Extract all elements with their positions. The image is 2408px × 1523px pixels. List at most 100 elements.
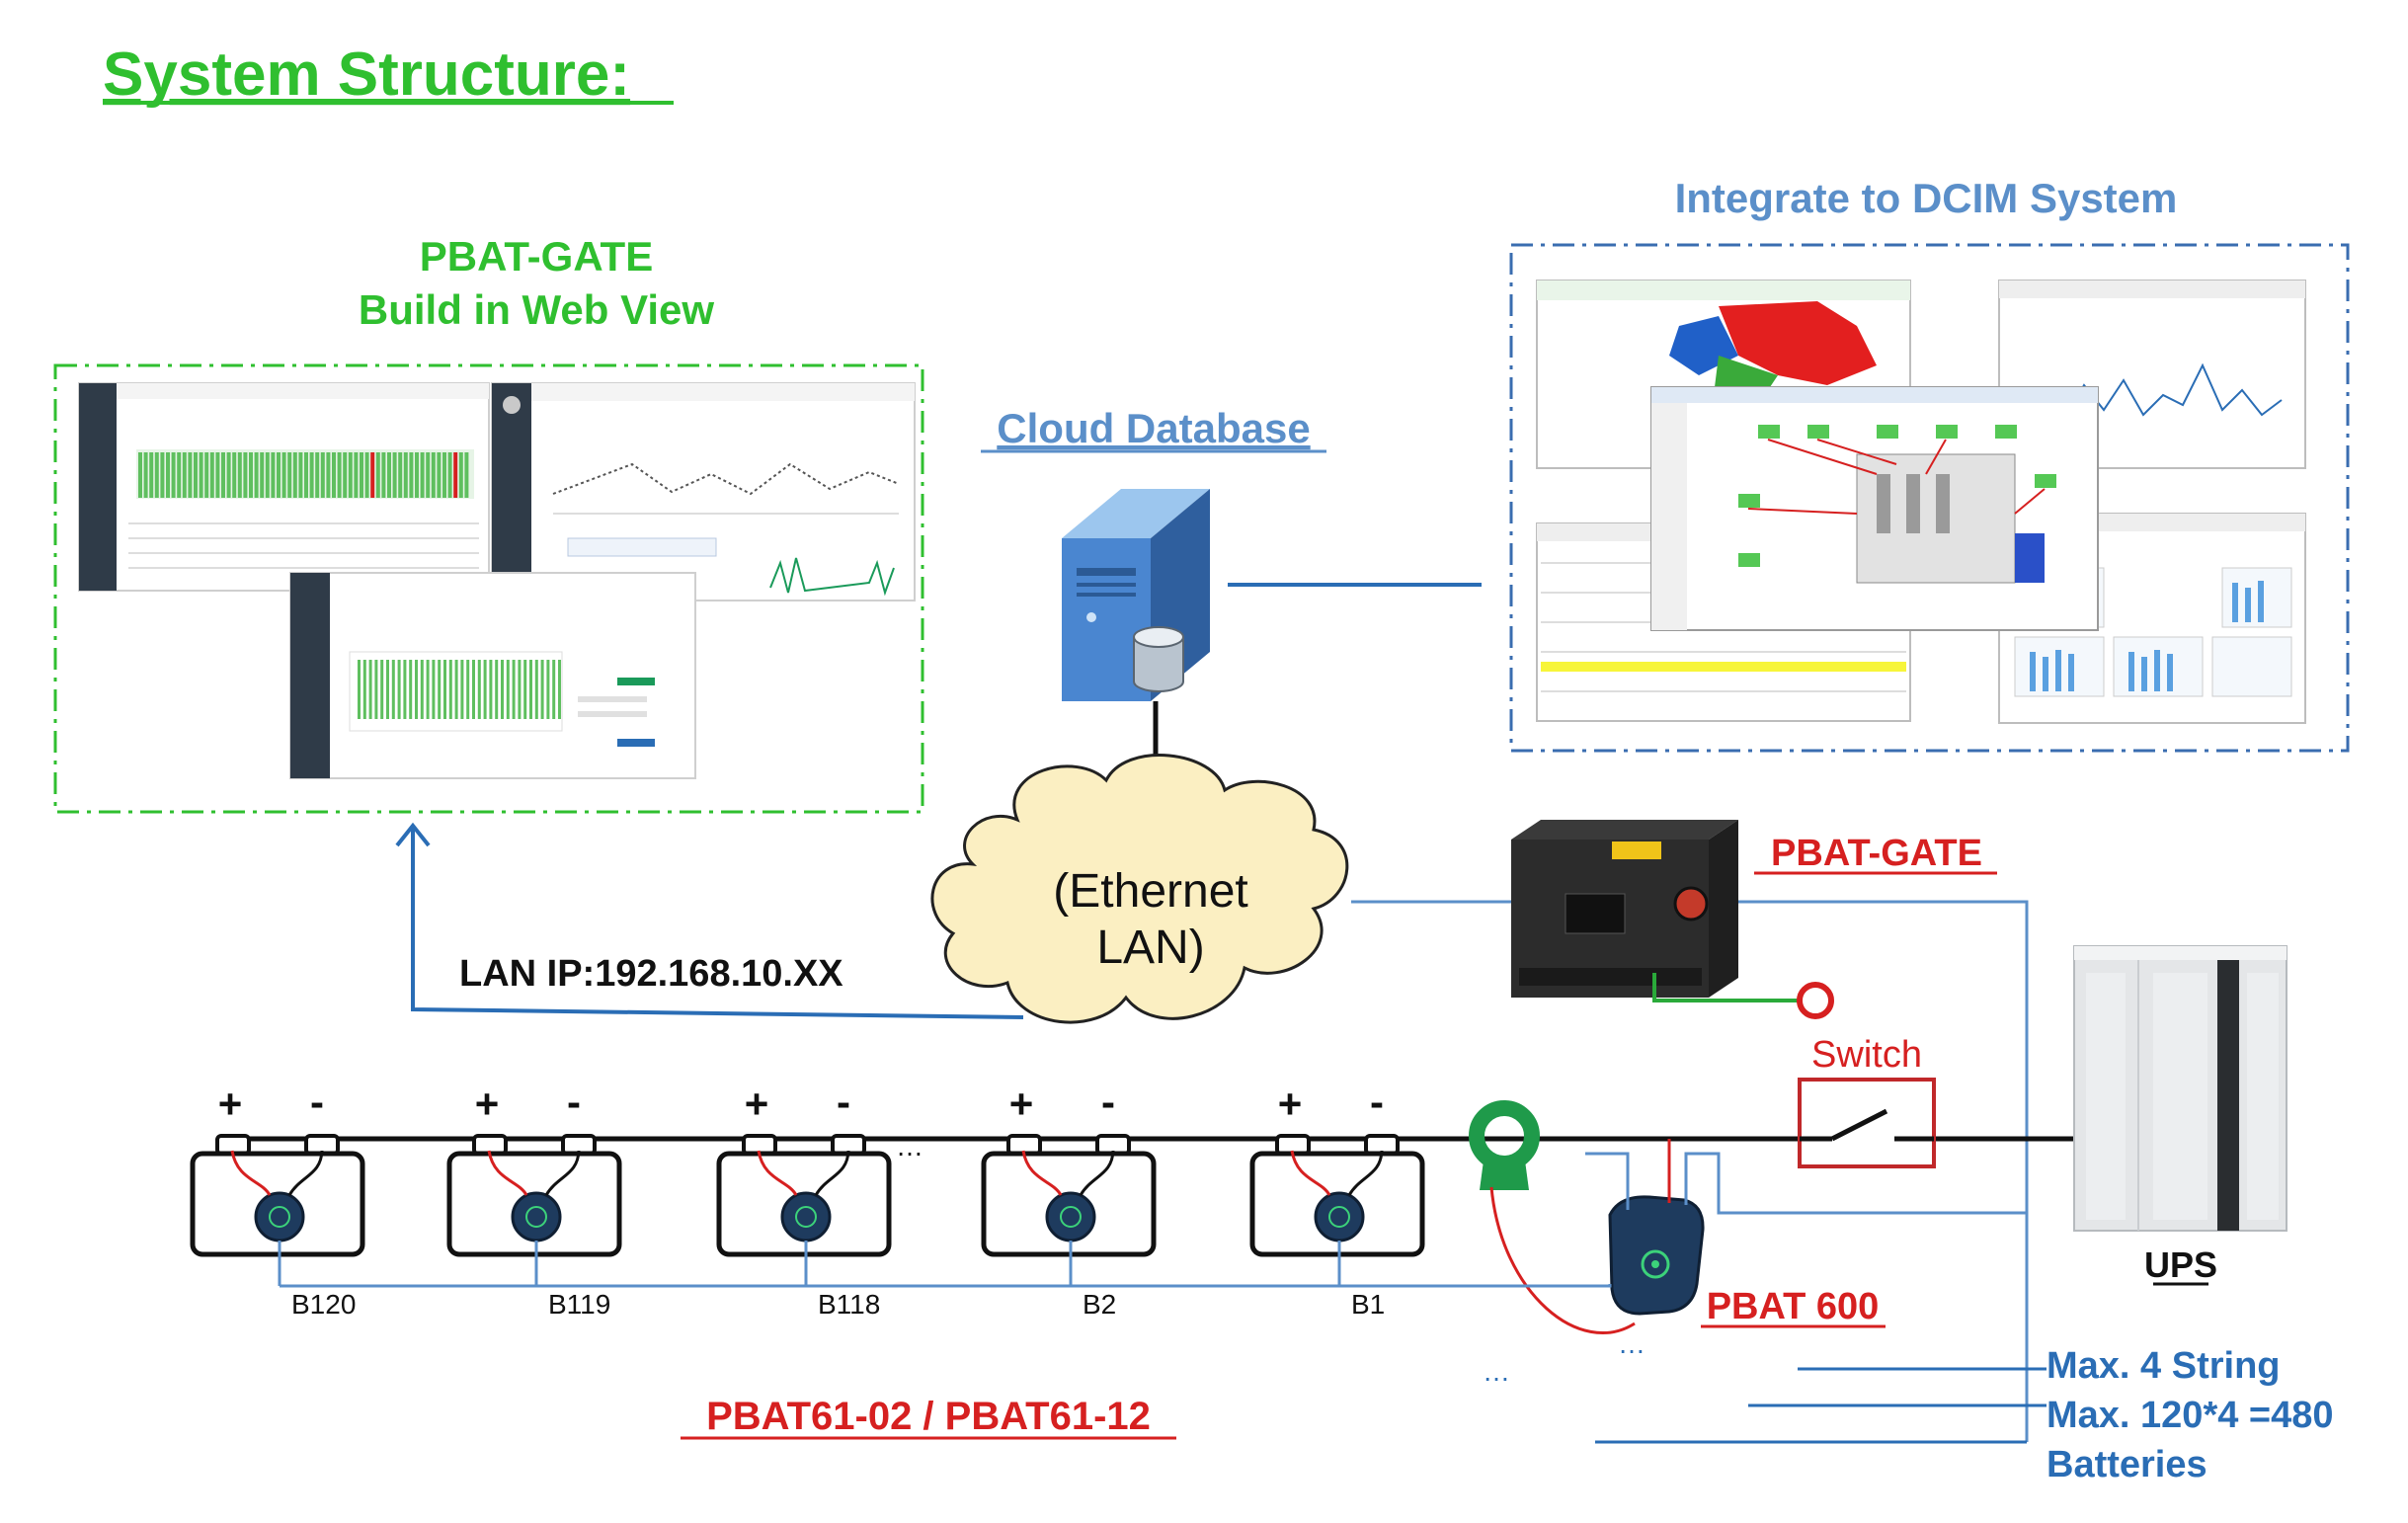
pbat600-device xyxy=(1608,1195,1705,1316)
dashboard-bar xyxy=(271,452,276,498)
dashboard-bar xyxy=(409,452,414,498)
battery-b1: +-B1 xyxy=(1249,1079,1425,1320)
history-bar xyxy=(397,660,401,719)
dashboard-bar xyxy=(182,452,187,498)
dashboard-bar xyxy=(232,452,237,498)
sensor-led xyxy=(525,1206,547,1228)
current-sensor-icon xyxy=(1469,1100,1540,1190)
history-bar xyxy=(386,660,389,719)
history-bar xyxy=(552,660,556,719)
sensor-bus-line xyxy=(280,1284,1612,1288)
dashboard-bar xyxy=(177,452,182,498)
history-bar xyxy=(558,660,561,719)
history-bar xyxy=(362,660,366,719)
dashboard-bar xyxy=(260,452,265,498)
switch-label: Switch xyxy=(1811,1034,1922,1076)
positive-label: + xyxy=(1278,1081,1303,1127)
dashboard-bar xyxy=(326,452,331,498)
dashboard-bar xyxy=(281,452,286,498)
dashboard-bar xyxy=(415,452,419,498)
pbat600-blue-lead-left xyxy=(1585,1152,1630,1210)
history-bar xyxy=(432,660,436,719)
dashboard-bar xyxy=(315,452,320,498)
dashboard-bar xyxy=(143,452,148,498)
dashboard-bar xyxy=(209,452,214,498)
dashboard-bar xyxy=(375,452,380,498)
sensor-negative-lead xyxy=(1347,1150,1384,1196)
negative-label: - xyxy=(567,1079,581,1125)
page-title: System Structure: xyxy=(103,40,630,109)
positive-label: + xyxy=(475,1081,500,1127)
sensor-negative-lead xyxy=(814,1150,850,1196)
battery-id-label: B118 xyxy=(818,1289,880,1320)
dashboard-bar xyxy=(287,452,292,498)
battery-id-label: B119 xyxy=(548,1289,610,1320)
history-bar xyxy=(420,660,424,719)
history-bar xyxy=(477,660,481,719)
dashboard-bar xyxy=(199,452,203,498)
dashboard-bar xyxy=(332,452,336,498)
negative-label: - xyxy=(310,1079,324,1125)
history-bar xyxy=(546,660,550,719)
negative-label: - xyxy=(1370,1079,1384,1125)
dashboard-bar xyxy=(364,452,369,498)
battery-b118: + - B118 xyxy=(716,1079,892,1320)
sensor-led xyxy=(795,1206,817,1228)
dashboard-bar xyxy=(149,452,154,498)
dashboard-bar xyxy=(320,452,325,498)
history-bar xyxy=(466,660,470,719)
alarm-output-icon xyxy=(1797,982,1834,1019)
ethernet-label-line2: LAN) xyxy=(1096,922,1204,974)
battery-string: +-B120+-B119+-B118+-B2+-B1 xyxy=(190,1079,1425,1320)
history-bar xyxy=(438,660,441,719)
gate-to-bus-link xyxy=(1738,900,2029,1442)
dashboard-bar xyxy=(370,452,375,498)
sensor-positive-lead xyxy=(757,1150,798,1196)
dcim-screenshots xyxy=(1536,280,2306,724)
dashboard-bar xyxy=(166,452,170,498)
dashboard-bar xyxy=(171,452,176,498)
dashboard-bar xyxy=(420,452,425,498)
dashboard-bar xyxy=(265,452,270,498)
batteries-text: Batteries xyxy=(2047,1444,2207,1485)
dcim-title: Integrate to DCIM System xyxy=(1675,175,2178,221)
dashboard-bar xyxy=(160,452,165,498)
lan-ip-label: LAN IP:192.168.10.XX xyxy=(459,953,843,995)
pbat600-blue-lead-right xyxy=(1684,1152,2027,1215)
history-bar xyxy=(391,660,395,719)
web-screenshot-trend xyxy=(491,382,916,601)
dashboard-bar xyxy=(309,452,314,498)
sensor-positive-lead xyxy=(230,1150,272,1196)
dashboard-bar xyxy=(343,452,348,498)
ethernet-label-line1: (Ethernet xyxy=(1053,865,1247,918)
dashboard-bar xyxy=(221,452,225,498)
web-view-frame xyxy=(53,363,924,814)
sensor-positive-lead xyxy=(487,1150,528,1196)
negative-label: - xyxy=(837,1079,850,1125)
history-bar xyxy=(512,660,516,719)
web-view-subtitle: Build in Web View xyxy=(359,286,714,333)
dashboard-bar xyxy=(360,452,363,498)
battery-id-label: B120 xyxy=(291,1289,356,1320)
ups-label: UPS xyxy=(2144,1244,2217,1285)
web-view-arrowhead xyxy=(395,822,431,847)
positive-label: + xyxy=(218,1081,243,1127)
current-sensor-wire xyxy=(1489,1186,1636,1334)
history-bar xyxy=(358,660,361,719)
battery-sensor-icon xyxy=(254,1191,305,1242)
dashboard-bar xyxy=(298,452,303,498)
dashboard-bar xyxy=(337,452,342,498)
dashboard-bar xyxy=(453,452,458,498)
pbat600-ellipsis: … xyxy=(1618,1328,1645,1359)
web-screenshot-history xyxy=(289,572,696,779)
pbat-gate-device xyxy=(1511,820,1738,998)
history-bar xyxy=(448,660,452,719)
dashboard-bar xyxy=(204,452,209,498)
web-screenshot-dashboard xyxy=(78,382,490,592)
history-bar xyxy=(534,660,538,719)
dashboard-bar xyxy=(431,452,436,498)
history-bar xyxy=(540,660,544,719)
dashboard-bar xyxy=(304,452,308,498)
positive-label: + xyxy=(745,1081,769,1127)
